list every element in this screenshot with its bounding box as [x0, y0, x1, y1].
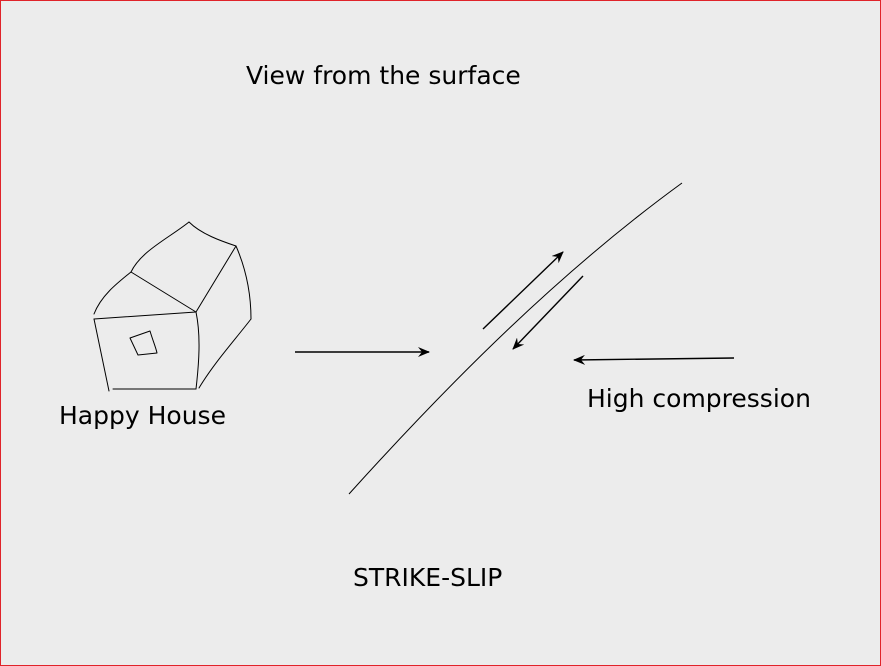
slip-arrow-up	[482, 251, 564, 330]
compression-arrow	[573, 354, 735, 365]
house-roof-ridge-front	[130, 271, 197, 313]
house-left-roof	[93, 271, 132, 315]
diagram-title: View from the surface	[246, 61, 521, 90]
fault-type-label: STRIKE-SLIP	[353, 563, 503, 592]
fault-line	[348, 182, 683, 495]
house-roof-right-slope	[195, 245, 237, 313]
house-roof-back-edge	[188, 221, 237, 247]
house-front-left-wall	[93, 318, 110, 392]
house-side-back-wall	[235, 245, 252, 320]
house-sketch	[93, 221, 252, 392]
house-front-top-edge	[93, 311, 197, 320]
house-side-bottom-edge	[198, 318, 252, 389]
house-label: Happy House	[59, 401, 226, 430]
house-roof-ridge-back	[130, 221, 190, 273]
house-front-right-wall	[195, 311, 200, 390]
compression-label: High compression	[587, 384, 811, 413]
house-window	[129, 330, 158, 356]
slip-arrow-down	[512, 275, 584, 350]
